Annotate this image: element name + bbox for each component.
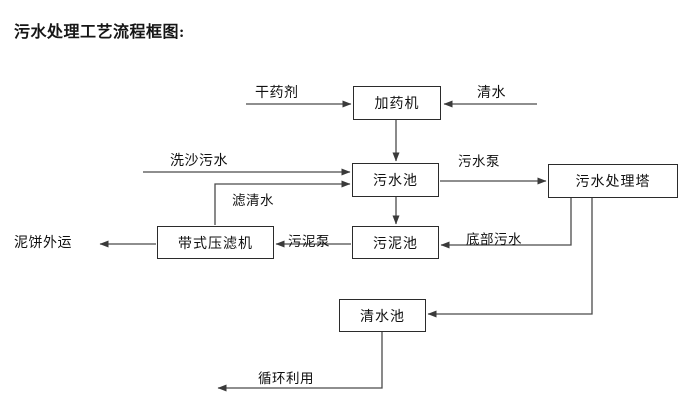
edge-label-recycle-reuse: 循环利用 bbox=[258, 371, 314, 386]
edge-press-to-wastewater-pool bbox=[214, 180, 351, 225]
terminal-label-sand-wash-water: 洗沙污水 bbox=[170, 152, 228, 168]
node-label: 带式压滤机 bbox=[178, 234, 253, 251]
node-label: 污水池 bbox=[373, 172, 418, 188]
node-dosing-machine[interactable]: 加药机 bbox=[353, 86, 441, 120]
node-wastewater-treatment-tower[interactable]: 污水处理塔 bbox=[548, 164, 678, 198]
terminal-label-mud-cake-out: 泥饼外运 bbox=[14, 234, 72, 250]
node-label: 加药机 bbox=[374, 95, 420, 111]
node-clear-water-pool[interactable]: 清水池 bbox=[339, 299, 426, 332]
edge-label-wastewater-pump: 污水泵 bbox=[458, 154, 500, 169]
node-label: 污泥池 bbox=[373, 234, 418, 251]
edge-label-bottom-wastewater: 底部污水 bbox=[466, 232, 522, 247]
page-title: 污水处理工艺流程框图: bbox=[14, 24, 185, 41]
edge-label-sludge-pump: 污泥泵 bbox=[288, 234, 330, 249]
node-label: 清水池 bbox=[360, 307, 405, 324]
node-wastewater-pool[interactable]: 污水池 bbox=[352, 163, 439, 197]
edge-tower-to-sludge-pool bbox=[440, 198, 572, 249]
node-sludge-pool[interactable]: 污泥池 bbox=[352, 226, 439, 259]
node-label: 污水处理塔 bbox=[575, 173, 651, 189]
terminal-label-clean-water: 清水 bbox=[477, 84, 506, 100]
edge-clear-water-pool-to-reuse bbox=[217, 332, 383, 392]
edge-tower-to-clear-water-pool bbox=[427, 198, 593, 318]
edge-label-filtered-water: 滤清水 bbox=[232, 193, 274, 208]
terminal-label-dry-chemical: 干药剂 bbox=[255, 84, 299, 100]
node-belt-filter-press[interactable]: 带式压滤机 bbox=[157, 226, 274, 259]
